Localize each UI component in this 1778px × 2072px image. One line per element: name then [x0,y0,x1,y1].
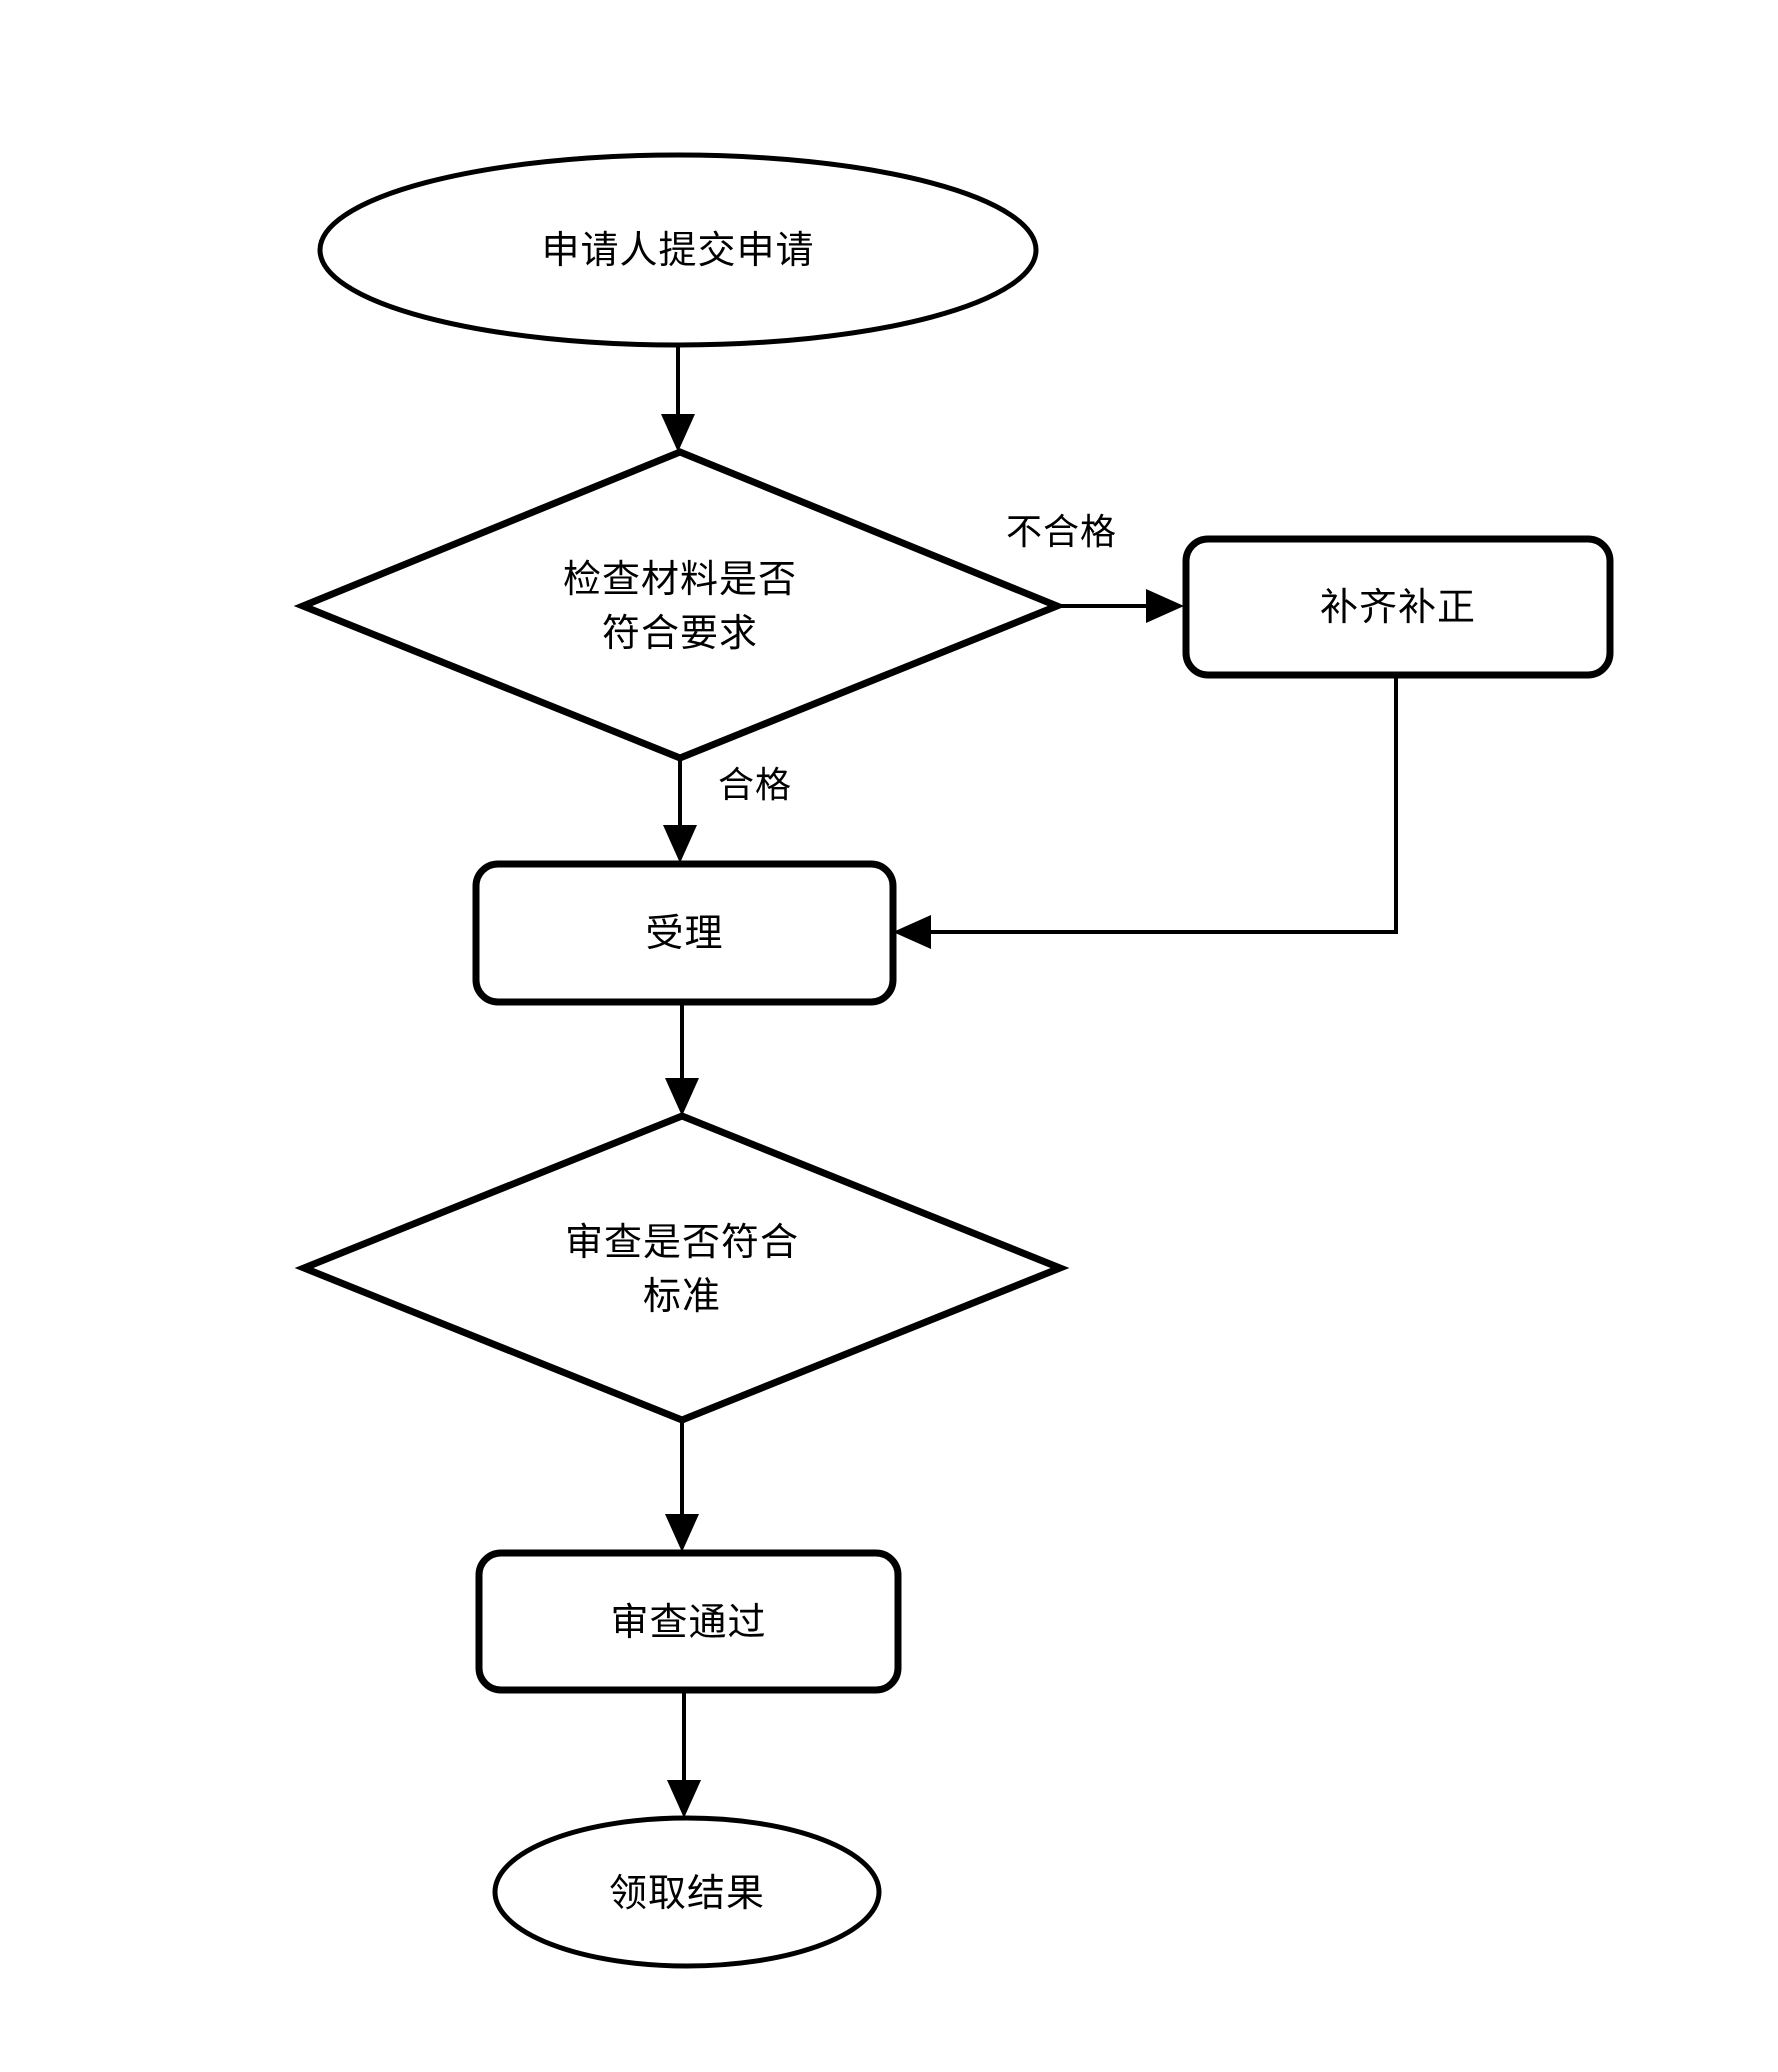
edge-passed-to-result-arrowhead [667,1780,701,1818]
edge-submit-to-check-arrowhead [661,414,695,452]
node-review-standard-shape[interactable] [294,1112,1070,1424]
node-check-materials-shape[interactable] [293,448,1067,762]
node-accept-shape[interactable] [472,860,897,1006]
node-review-passed-shape[interactable] [475,1549,902,1694]
edge-supplement-to-accept-line [914,675,1398,934]
edge-supplement-to-accept-arrowhead [893,915,931,949]
node-submit-shape[interactable] [317,152,1039,348]
edge-accept-to-review-arrowhead [665,1078,699,1116]
edge-label-fail: 不合格 [1006,512,1118,553]
node-collect-result-shape[interactable] [492,1815,882,1969]
edge-label-pass: 合格 [718,765,793,806]
node-supplement-shape[interactable] [1182,535,1614,679]
edge-check-to-supplement-arrowhead [1146,589,1184,623]
edge-check-to-accept-arrowhead [663,825,697,863]
edge-review-to-passed-arrowhead [665,1514,699,1552]
